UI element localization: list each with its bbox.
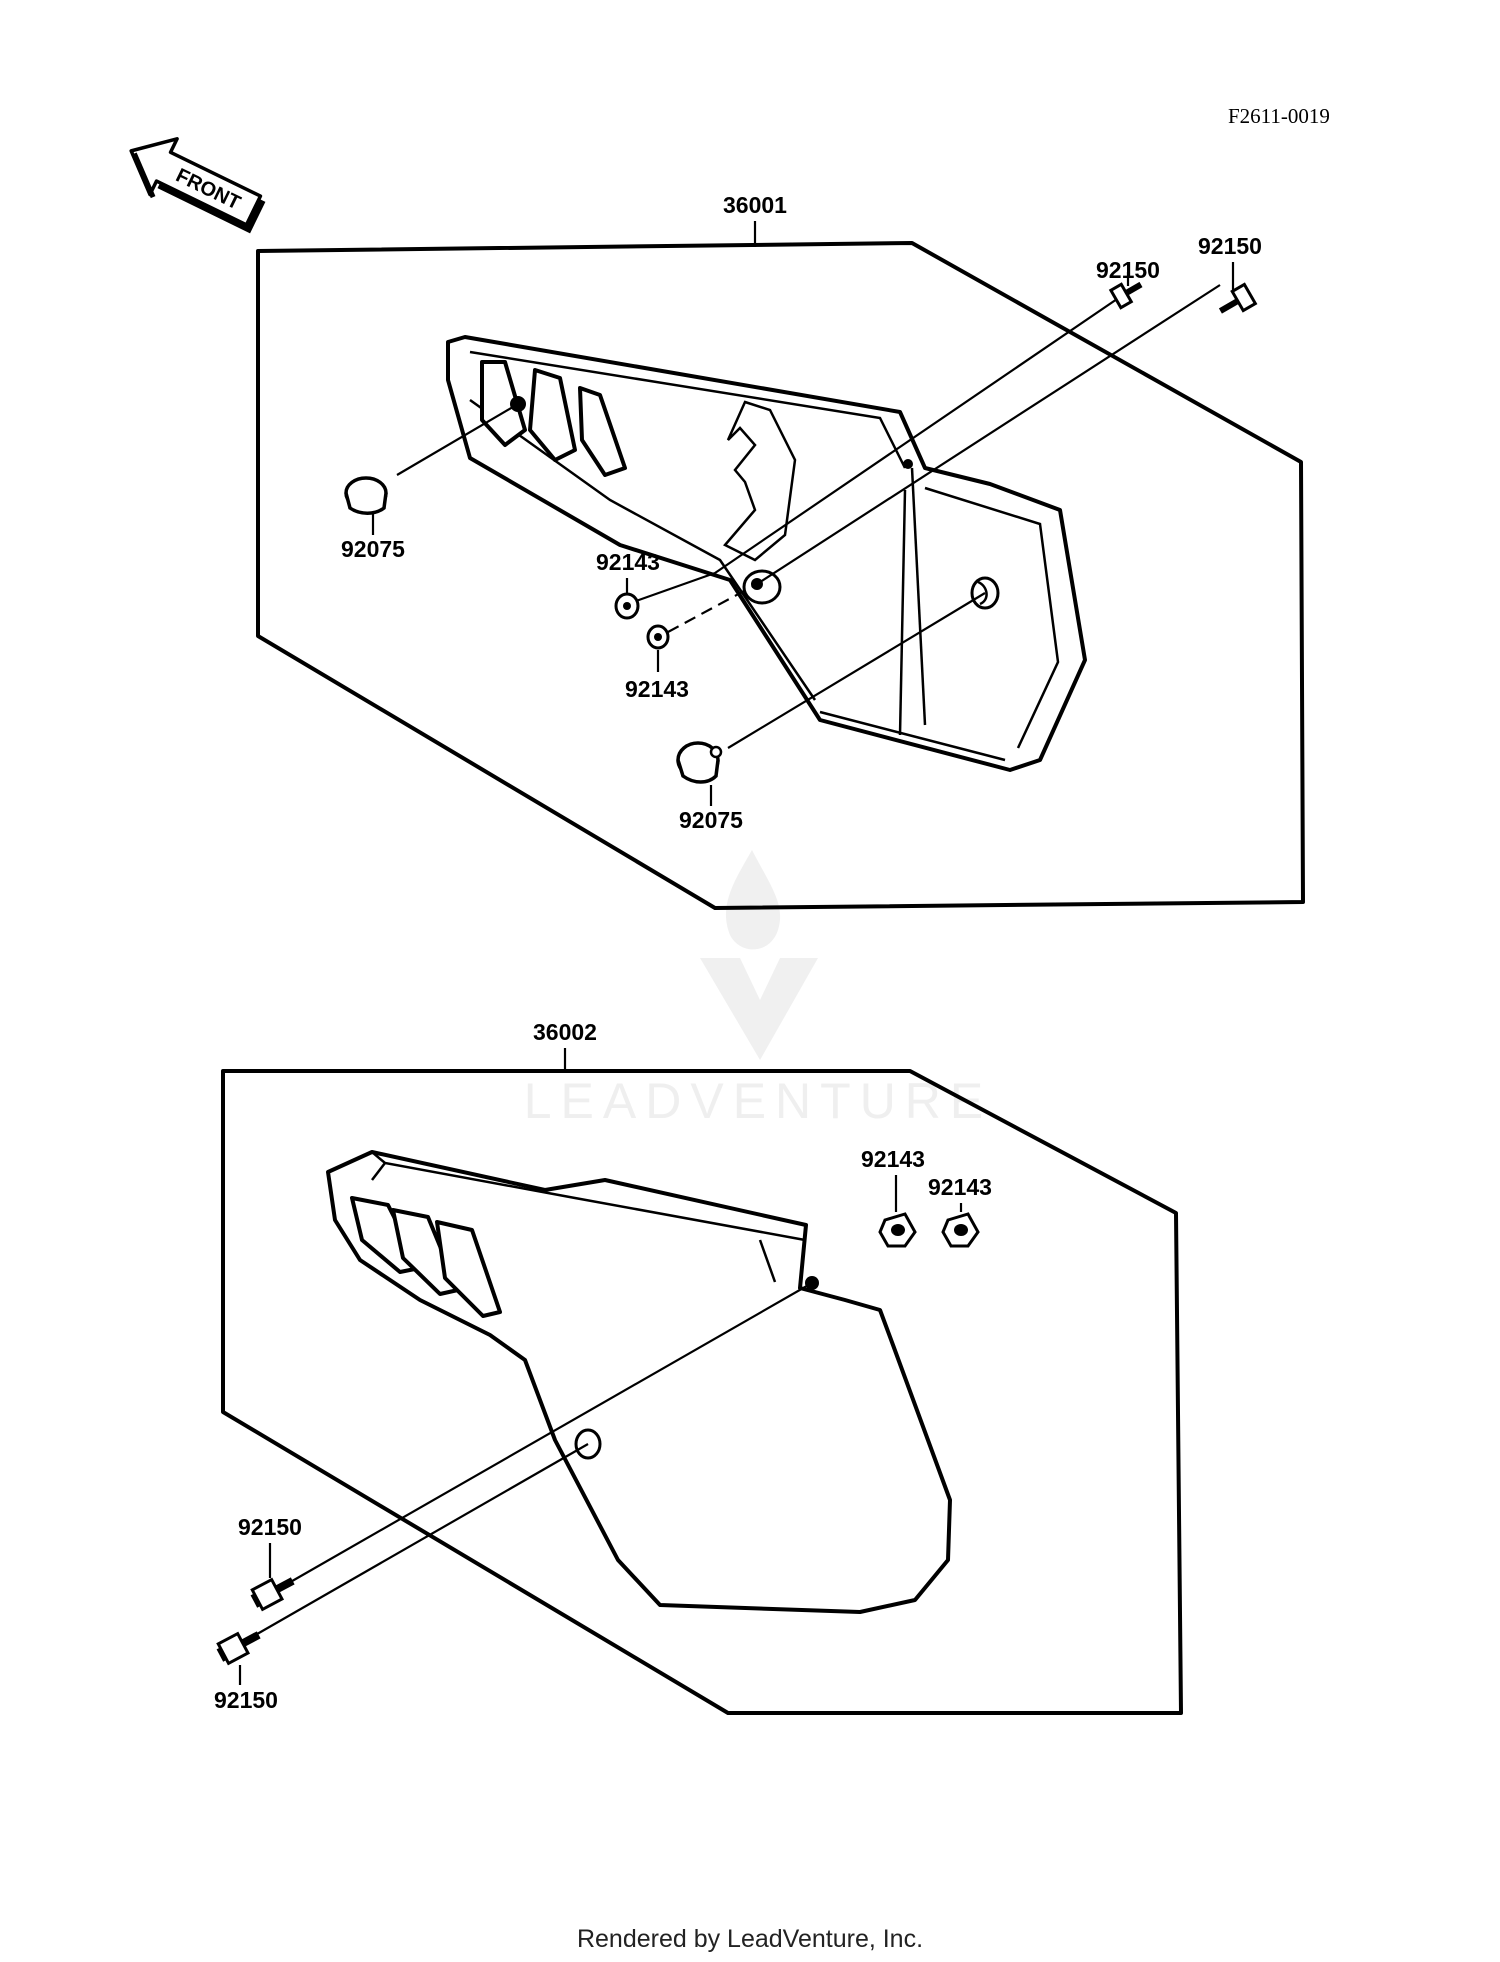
bolt-92150-c (250, 1577, 295, 1612)
leader-lines-36002 (244, 1282, 813, 1642)
footer-credit: Rendered by LeadVenture, Inc. (577, 1925, 923, 1953)
watermark-v-icon (700, 958, 818, 1060)
part-label-92075-a: 92075 (341, 536, 405, 562)
front-arrow-icon: FRONT (129, 137, 266, 234)
part-label-92150-b: 92150 (1198, 233, 1262, 259)
nut-92143-d (941, 1212, 980, 1248)
part-label-92075-b: 92075 (679, 807, 743, 833)
side-cover-36001 (446, 335, 1087, 772)
bolt-92150-d (216, 1631, 261, 1666)
nut-92143-b (646, 624, 670, 650)
watermark-text: LEADVENTURE (524, 1073, 993, 1129)
part-label-92143-b: 92143 (625, 676, 689, 702)
bolt-92150-b (1218, 282, 1258, 314)
nut-92143-c (878, 1212, 917, 1248)
assembly-frame-36001 (256, 241, 1305, 910)
assembly-label-36001: 36001 (723, 192, 787, 218)
part-label-92143-c: 92143 (861, 1146, 925, 1172)
nut-92143-a (614, 592, 640, 620)
grommet-92075-b (676, 741, 723, 784)
part-label-92143-a: 92143 (596, 549, 660, 575)
assembly-group-36002: 36002 92143 (214, 1019, 1183, 1715)
leader-lines-36001 (396, 284, 1221, 749)
grommet-92075-a (344, 476, 388, 515)
part-label-92150-c: 92150 (238, 1514, 302, 1540)
bolt-92150-a (1108, 281, 1143, 310)
watermark-flame-icon (725, 850, 781, 950)
part-label-92150-d: 92150 (214, 1687, 278, 1713)
assembly-group-36001: 36001 (256, 192, 1305, 910)
part-label-92143-d: 92143 (928, 1174, 992, 1200)
watermark: LEADVENTURE (524, 850, 993, 1129)
diagram-code: F2611-0019 (1228, 104, 1330, 128)
assembly-frame-36002 (221, 1069, 1183, 1715)
assembly-label-36002: 36002 (533, 1019, 597, 1045)
